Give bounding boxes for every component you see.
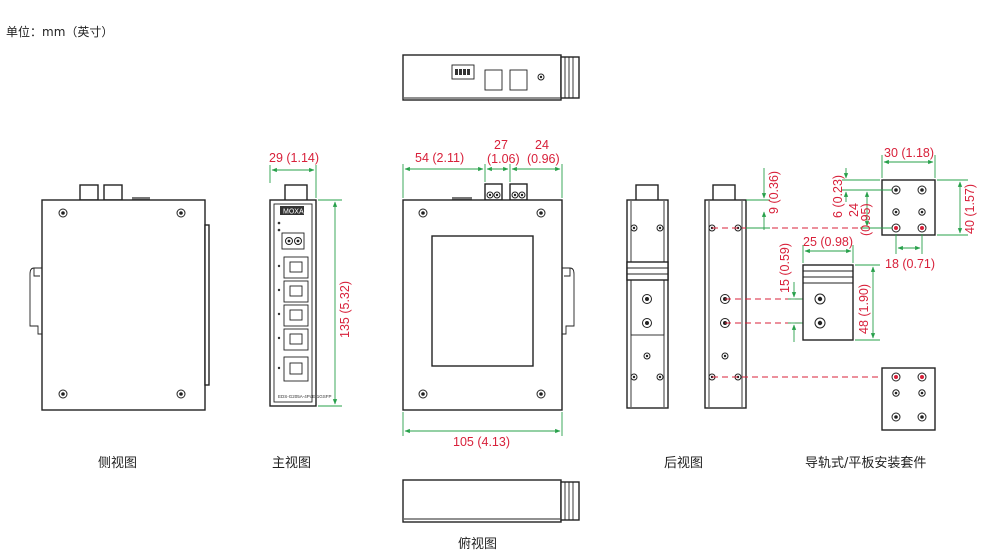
- dim-kit-24-inch: (0.95): [859, 203, 873, 236]
- dim-kit-6: 6 (0.23): [831, 175, 845, 218]
- caption-mount-kit: 导轨式/平板安装套件: [805, 455, 926, 471]
- top-view-lower: [402, 479, 580, 523]
- kit-clip-dimensions: [802, 245, 880, 341]
- dim-27-inch: (1.06): [487, 152, 520, 166]
- dim-kit-24: 24: [847, 203, 861, 217]
- caption-top-view: 俯视图: [458, 536, 497, 552]
- center-view: [402, 183, 575, 411]
- rear-view-plain: [704, 184, 747, 409]
- side-view: [29, 184, 210, 411]
- front-logo: MOXA: [283, 209, 304, 216]
- kit-top-plate: [881, 179, 936, 236]
- dim-24: 24: [535, 138, 549, 152]
- dim-kit-48: 48 (1.90): [857, 284, 871, 334]
- dim-27: 27: [494, 138, 508, 152]
- center-dimensions: [402, 164, 563, 436]
- kit-din-clip: [802, 264, 854, 341]
- dim-15: 15 (0.59): [778, 243, 792, 293]
- front-dimensions: [269, 165, 342, 407]
- unit-label: 单位：mm（英寸）: [6, 24, 113, 39]
- rear-view-din: [626, 184, 669, 409]
- caption-side-view: 侧视图: [98, 456, 137, 471]
- dim-kit-30: 30 (1.18): [884, 146, 934, 160]
- dim-105: 105 (4.13): [453, 435, 510, 449]
- dim-front-height: 135 (5.32): [338, 281, 352, 338]
- front-view: MOXA EDS-G205A-4PoE-1GSFP: [269, 184, 332, 407]
- dim-kit-25: 25 (0.98): [803, 235, 853, 249]
- caption-rear-view: 后视图: [664, 456, 703, 471]
- dim-54: 54 (2.11): [415, 151, 464, 165]
- dim-kit-18: 18 (0.71): [885, 257, 935, 271]
- rear-dimensions: [746, 168, 804, 342]
- dim-24-inch: (0.96): [527, 152, 560, 166]
- kit-top-dimensions: [842, 155, 968, 254]
- dim-9: 9 (0.36): [767, 171, 781, 214]
- top-view-upper: [402, 54, 580, 101]
- kit-bottom-plate: [881, 367, 936, 431]
- caption-front-view: 主视图: [272, 456, 311, 471]
- front-model: EDS-G205A-4PoE-1GSFP: [278, 394, 332, 399]
- dim-kit-40: 40 (1.57): [963, 184, 977, 234]
- dim-front-width: 29 (1.14): [269, 151, 319, 165]
